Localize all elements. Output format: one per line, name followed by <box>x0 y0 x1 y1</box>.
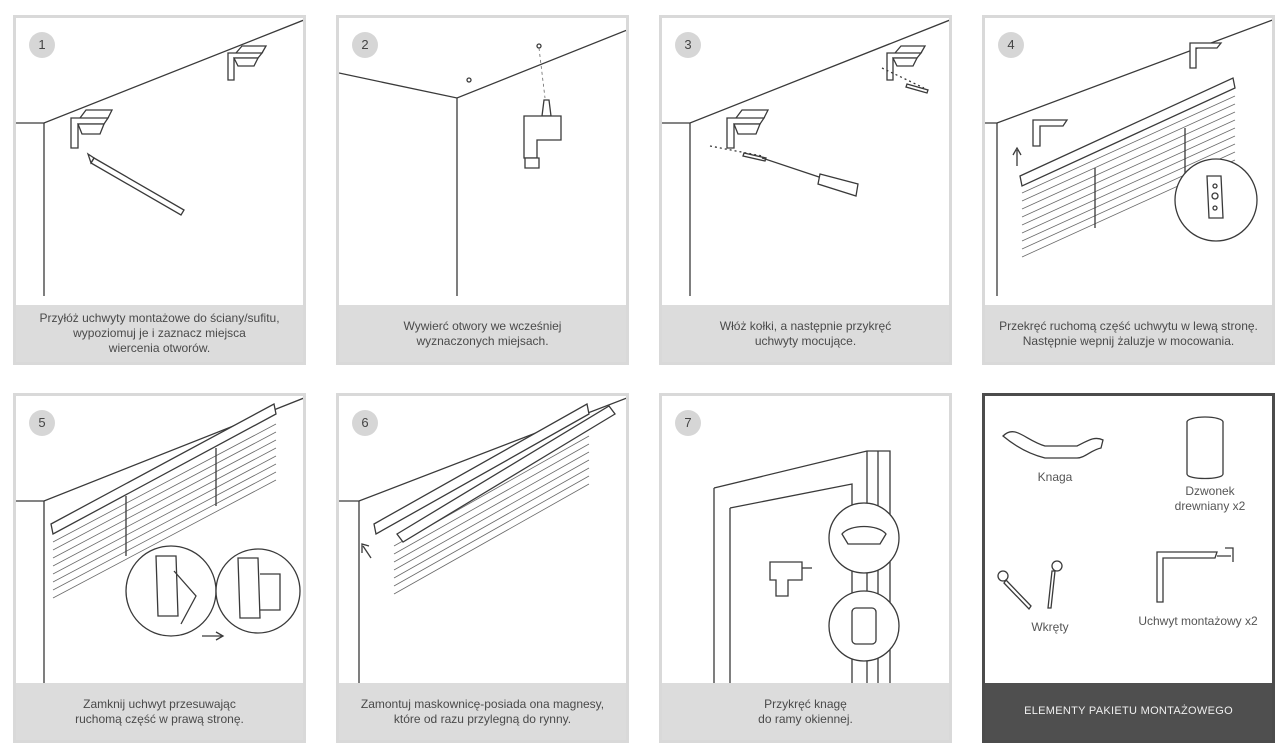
step-3-illustration <box>662 19 949 296</box>
arrow-icon <box>1012 146 1022 166</box>
screwdriver-icon <box>761 157 859 197</box>
mounting-bracket-icon <box>886 45 927 81</box>
package-title: ELEMENTY PAKIETU MONTAŻOWEGO <box>985 683 1272 740</box>
step-4-illustration <box>985 19 1272 296</box>
caption-line: Zamontuj maskownicę-posiada ona magnesy, <box>360 696 605 711</box>
step-panel-7: 7 Przykręć knagę do ramy okiennej. <box>659 393 952 743</box>
caption-line: Włóż kołki, a następnie przykręć <box>719 318 892 333</box>
caption-line: uchwyty mocujące. <box>754 333 857 348</box>
step-6-illustration <box>339 397 626 688</box>
item-label-wkrety: Wkręty <box>1031 620 1069 634</box>
item-label-line: drewniany x2 <box>1174 499 1246 513</box>
caption-line: Przyłóż uchwyty montażowe do ściany/sufi… <box>39 311 280 325</box>
screw-icon <box>997 560 1063 611</box>
screw-icon <box>709 67 929 162</box>
step-caption: Przyłóż uchwyty montażowe do ściany/sufi… <box>16 305 303 362</box>
step-panel-5: 5 Zamknij uchwyt przesuwając ruchomą czę… <box>13 393 306 743</box>
drill-icon <box>523 99 562 169</box>
mounting-bracket-icon <box>227 45 268 81</box>
cleat-detail-circle <box>828 502 900 574</box>
step-caption: Przykręć knagę do ramy okiennej. <box>662 683 949 740</box>
step-number: 3 <box>675 32 701 58</box>
step-number: 6 <box>352 410 378 436</box>
step-panel-1: 1 Przyłóż uchwyty montażowe do ściany/su… <box>13 15 306 365</box>
step-caption: Zamontuj maskownicę-posiada ona magnesy,… <box>339 683 626 740</box>
step-caption: Przekręć ruchomą część uchwytu w lewą st… <box>985 305 1272 362</box>
item-label-knaga: Knaga <box>1037 470 1073 484</box>
bracket-detail-circle <box>1174 158 1258 242</box>
step-panel-4: 4 Przekręć ruchomą część uchwytu w lewą … <box>982 15 1275 365</box>
blind-icon <box>373 402 590 595</box>
step-panel-3: 3 Włóż kołki, a następnie przykręć uchwy… <box>659 15 952 365</box>
step-number: 1 <box>29 32 55 58</box>
caption-line: ruchomą część w prawą stronę. <box>75 711 244 726</box>
arrow-icon <box>361 543 372 559</box>
bracket-detail-circle <box>125 545 217 637</box>
step-panel-6: 6 Zamontuj maskownicę-posiada ona magnes… <box>336 393 629 743</box>
step-number: 5 <box>29 410 55 436</box>
step-number: 2 <box>352 32 378 58</box>
arrow-icon <box>202 631 225 641</box>
caption-line: wyznaczonych miejsach. <box>416 333 549 348</box>
mounting-bracket-icon <box>1156 547 1234 603</box>
caption-line: Przekręć ruchomą część uchwytu w lewą st… <box>999 318 1258 333</box>
blind-icon <box>50 403 277 599</box>
mounting-bracket-icon <box>726 109 770 149</box>
mounting-bracket-icon <box>70 109 114 149</box>
pencil-icon <box>86 152 185 216</box>
step-5-illustration <box>16 397 303 688</box>
cleat-icon <box>1002 431 1104 459</box>
caption-line: do ramy okiennej. <box>758 711 853 726</box>
caption-line: wiercenia otworów. <box>108 341 211 355</box>
package-illustration <box>997 416 1234 611</box>
wooden-bell-icon <box>1186 416 1224 480</box>
package-panel: Knaga Dzwonek drewniany x2 Wkręty Uchwyt… <box>982 393 1275 743</box>
step-7-illustration <box>713 450 900 688</box>
valance-icon <box>396 405 616 543</box>
step-caption: Zamknij uchwyt przesuwając ruchomą część… <box>16 683 303 740</box>
bell-detail-circle <box>828 590 900 662</box>
step-number: 4 <box>998 32 1024 58</box>
caption-line: Przykręć knagę <box>764 696 847 711</box>
step-2-illustration <box>339 29 626 296</box>
caption-line: które od razu przylegną do rynny. <box>393 711 572 726</box>
bracket-detail-circle <box>215 548 301 634</box>
step-caption: Wywierć otwory we wcześniej wyznaczonych… <box>339 305 626 362</box>
step-caption: Włóż kołki, a następnie przykręć uchwyty… <box>662 305 949 362</box>
caption-line: Zamknij uchwyt przesuwając <box>83 696 236 711</box>
step-number: 7 <box>675 410 701 436</box>
drill-icon <box>769 561 812 597</box>
step-panel-2: 2 Wywierć otwory we wcześniej wyznaczony… <box>336 15 629 365</box>
caption-line: Następnie wepnij żaluzje w mocowania. <box>1022 333 1235 348</box>
item-label-uchwyt: Uchwyt montażowy x2 <box>1138 614 1258 628</box>
blind-icon <box>1019 77 1236 258</box>
item-label-line: Dzwonek <box>1185 484 1235 498</box>
caption-line: Wywierć otwory we wcześniej <box>403 318 562 333</box>
caption-line: wypoziomuj je i zaznacz miejsca <box>73 326 246 340</box>
item-label-dzwonek: Dzwonek drewniany x2 <box>1155 484 1265 514</box>
mounting-bracket-icon <box>1032 42 1223 147</box>
step-1-illustration <box>16 19 303 296</box>
